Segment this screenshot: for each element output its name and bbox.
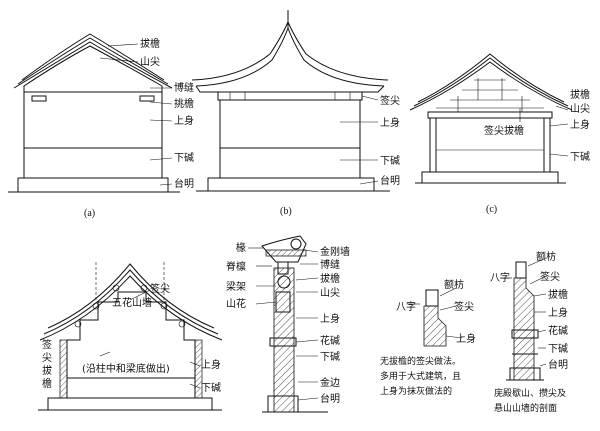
label-f-qianjian: 签尖 (454, 300, 474, 313)
label-e-shanhua: 山花 (226, 297, 246, 310)
label-e-shanjian: 山尖 (320, 286, 340, 299)
label-f-shangshen: 上身 (456, 332, 476, 345)
label-e-bayan: 拔檐 (320, 272, 340, 285)
label-c-xiajian: 下碱 (570, 151, 590, 163)
label-f-bazi: 八字 (396, 300, 416, 313)
label-g-xiajian: 下碱 (548, 343, 568, 355)
label-d-left-4: 檐 (42, 377, 52, 390)
label-c-shanjian: 山尖 (570, 102, 590, 115)
note-f-line1: 无拔檐的签尖做法。 (380, 355, 461, 367)
note-g-line2: 悬山山墙的剖面 (494, 402, 557, 414)
label-d-left-2: 尖 (42, 351, 52, 364)
label-b-shangshen: 上身 (380, 116, 400, 129)
label-a-xiajian: 下碱 (174, 152, 194, 164)
label-a-bofeng: 博缝 (174, 81, 194, 94)
label-b-taiming: 台明 (380, 174, 400, 187)
label-g-huajian: 花碱 (548, 324, 568, 337)
label-g-shangshen: 上身 (548, 306, 568, 319)
label-e-shangshen: 上身 (320, 312, 340, 325)
label-d-qianjian: 签尖 (150, 282, 170, 295)
note-f-line3: 上身为抹灰做法的 (380, 385, 452, 397)
label-d-wuhua-sub: (沿柱中和梁底做出) (82, 362, 170, 375)
label-c-shangshen: 上身 (570, 118, 590, 131)
label-e-bofeng: 博缝 (320, 258, 340, 271)
label-a-tiaoyan: 挑檐 (174, 97, 194, 110)
label-a-bayan: 拔檐 (140, 37, 160, 50)
caption-b: (b) (280, 206, 292, 217)
label-a-taiming: 台明 (174, 177, 194, 190)
label-g-bazi: 八字 (490, 271, 510, 284)
label-e-xiajian: 下碱 (320, 351, 340, 363)
label-g-efang: 额枋 (536, 250, 556, 263)
label-d-xiajian: 下碱 (201, 382, 221, 394)
note-f-line2: 多用于大式建筑，且 (380, 370, 461, 382)
label-f-efang: 额枋 (444, 278, 464, 291)
label-c-qianjianbayan: 签尖拔檐 (484, 124, 524, 137)
figure-e: 椽 金刚墙 脊檩 博缝 拔檐 梁架 山尖 山花 上身 花碱 下碱 金边 台明 (226, 235, 350, 413)
label-d-left-3: 拔 (42, 364, 52, 377)
label-e-chuan: 椽 (236, 241, 246, 254)
figure-d: 签尖 五花山墙 (沿柱中和梁底做出) 签 尖 拔 檐 上身 下碱 (38, 262, 223, 411)
label-g-qianjian: 签尖 (540, 270, 560, 283)
label-d-shangshen: 上身 (201, 358, 221, 371)
label-c-bayan: 拔檐 (570, 88, 590, 101)
label-e-jingangqiang: 金刚墙 (320, 245, 350, 258)
label-e-huajian: 花碱 (320, 334, 340, 347)
figure-g: 额枋 八字 签尖 拔檐 上身 花碱 下碱 台明 庑殿歇山、攒尖及 悬山山墙的剖面 (490, 250, 568, 414)
figure-f: 额枋 八字 签尖 上身 无拔檐的签尖做法。 多用于大式建筑，且 上身为抹灰做法的 (380, 278, 476, 397)
label-d-left-1: 签 (42, 338, 52, 351)
label-a-shangshen: 上身 (174, 114, 194, 127)
label-g-bayan: 拔檐 (548, 288, 568, 301)
label-e-taiming: 台明 (320, 392, 340, 405)
figure-a: 拔檐 山尖 博缝 挑檐 上身 下碱 台明 (a) (8, 33, 194, 219)
label-e-jinbian: 金边 (320, 376, 340, 389)
label-d-wuhuashanqiang: 五花山墙 (112, 296, 152, 309)
label-e-jilin: 脊檩 (226, 260, 246, 273)
note-g-line1: 庑殿歇山、攒尖及 (494, 387, 566, 399)
caption-c: (c) (486, 204, 497, 215)
label-b-qianjian: 签尖 (380, 94, 400, 107)
figure-b: 签尖 上身 下碱 台明 (b) (191, 10, 400, 217)
label-g-taiming: 台明 (548, 358, 568, 371)
figure-c: 签尖拔檐 山尖 上身 下碱 拔檐 (c) (409, 53, 590, 215)
label-b-xiajian: 下碱 (380, 155, 400, 167)
label-a-shanjian: 山尖 (140, 55, 160, 68)
label-e-liangjia: 梁架 (226, 280, 246, 293)
caption-a: (a) (84, 208, 95, 219)
